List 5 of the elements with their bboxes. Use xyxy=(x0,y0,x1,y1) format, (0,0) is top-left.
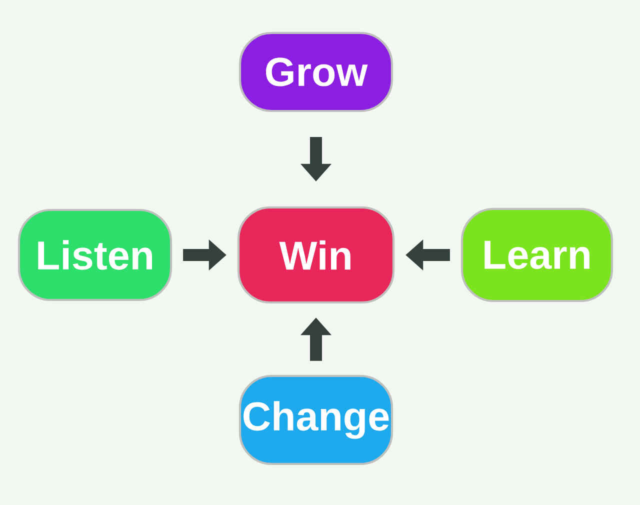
process-box: Listen xyxy=(18,208,172,302)
process-box: Change xyxy=(238,374,394,466)
process-box: Grow xyxy=(238,32,394,112)
process-box: Win xyxy=(237,206,395,304)
process-box: Learn xyxy=(460,208,614,302)
